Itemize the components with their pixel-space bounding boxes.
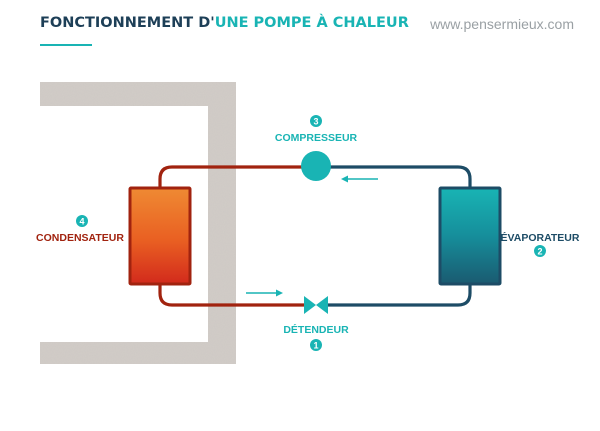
evaporator-callout: ÉVAPORATEUR 2 <box>501 231 580 257</box>
flow-arrow-right-icon <box>246 289 283 297</box>
expansion-valve-icon <box>304 296 328 314</box>
title-part-accent: UNE POMPE À CHALEUR <box>214 15 409 31</box>
compressor-callout: 3 COMPRESSEUR <box>275 115 358 144</box>
expansion-valve-number: 1 <box>313 340 318 350</box>
compressor-unit <box>301 151 331 181</box>
page-title: FONCTIONNEMENT D'UNE POMPE À CHALEUR <box>40 15 409 31</box>
site-url: www.pensermieux.com <box>430 16 574 32</box>
title-underline <box>40 44 92 46</box>
hot-pipe <box>158 165 308 307</box>
compressor-label: COMPRESSEUR <box>275 132 358 144</box>
title-part-dark: FONCTIONNEMENT D' <box>40 15 215 31</box>
cold-pipe <box>324 165 472 307</box>
evaporator-unit <box>438 186 502 286</box>
wall <box>40 82 236 364</box>
condenser-label: CONDENSATEUR <box>36 232 124 244</box>
evaporator-number-badge <box>534 245 546 257</box>
expansion-valve-number-badge <box>310 339 322 351</box>
evaporator-label: ÉVAPORATEUR <box>501 231 580 244</box>
evaporator-number: 2 <box>537 246 542 256</box>
condenser-number-badge <box>76 215 88 227</box>
compressor-number: 3 <box>313 116 318 126</box>
flow-arrow-left-icon <box>341 175 378 183</box>
condenser-number: 4 <box>79 216 84 226</box>
condenser-callout: 4 CONDENSATEUR <box>36 215 124 244</box>
expansion-valve-callout: DÉTENDEUR 1 <box>283 323 349 351</box>
expansion-valve-label: DÉTENDEUR <box>283 323 349 336</box>
condenser-unit <box>128 186 192 286</box>
compressor-number-badge <box>310 115 322 127</box>
